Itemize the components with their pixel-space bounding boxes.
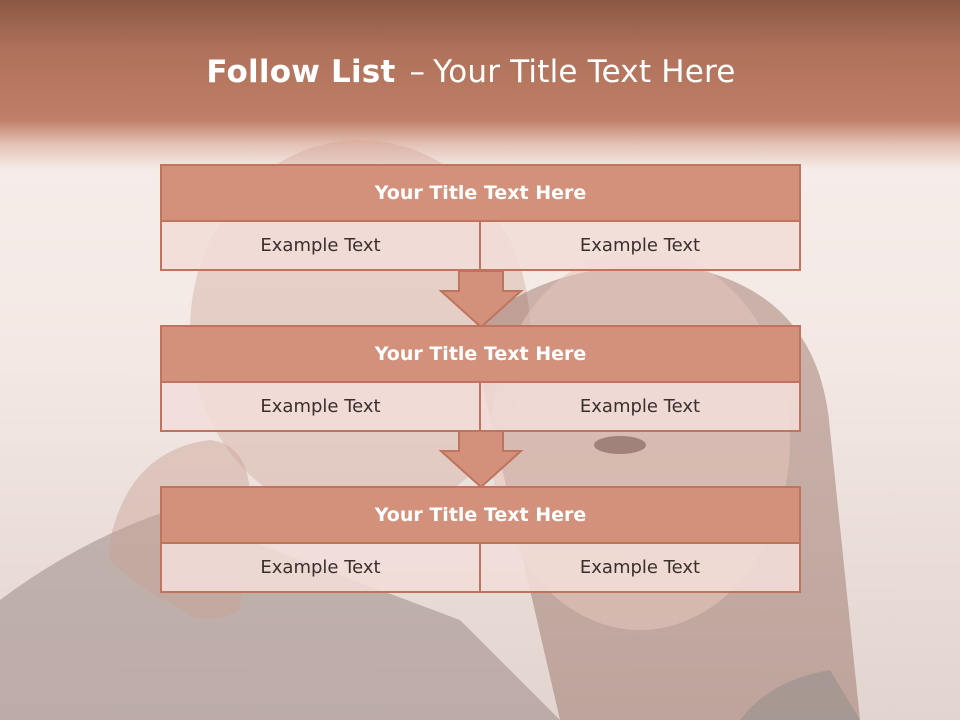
photo-man-shirt	[0, 510, 560, 720]
block-cell-left: Example Text	[162, 222, 481, 269]
block-title: Your Title Text Here	[162, 327, 799, 383]
down-arrow-icon	[438, 271, 524, 329]
block-cell-right: Example Text	[481, 222, 799, 269]
block-cell-left: Example Text	[162, 544, 481, 591]
block-title: Your Title Text Here	[162, 488, 799, 544]
photo-woman-eye	[594, 436, 646, 454]
down-arrow-icon	[438, 431, 524, 489]
title-band	[0, 0, 960, 170]
slide-title-dash: –	[409, 54, 426, 90]
block-cell-left: Example Text	[162, 383, 481, 430]
list-block-2: Your Title Text Here Example Text Exampl…	[160, 325, 801, 432]
list-block-3: Your Title Text Here Example Text Exampl…	[160, 486, 801, 593]
slide-title: Follow List–Your Title Text Here	[0, 54, 942, 90]
block-cell-right: Example Text	[481, 383, 799, 430]
slide-title-bold: Follow List	[206, 54, 396, 90]
block-cell-right: Example Text	[481, 544, 799, 591]
slide-title-rest: Your Title Text Here	[433, 54, 736, 90]
list-block-1: Your Title Text Here Example Text Exampl…	[160, 164, 801, 271]
block-title: Your Title Text Here	[162, 166, 799, 222]
photo-woman-top	[740, 670, 860, 720]
